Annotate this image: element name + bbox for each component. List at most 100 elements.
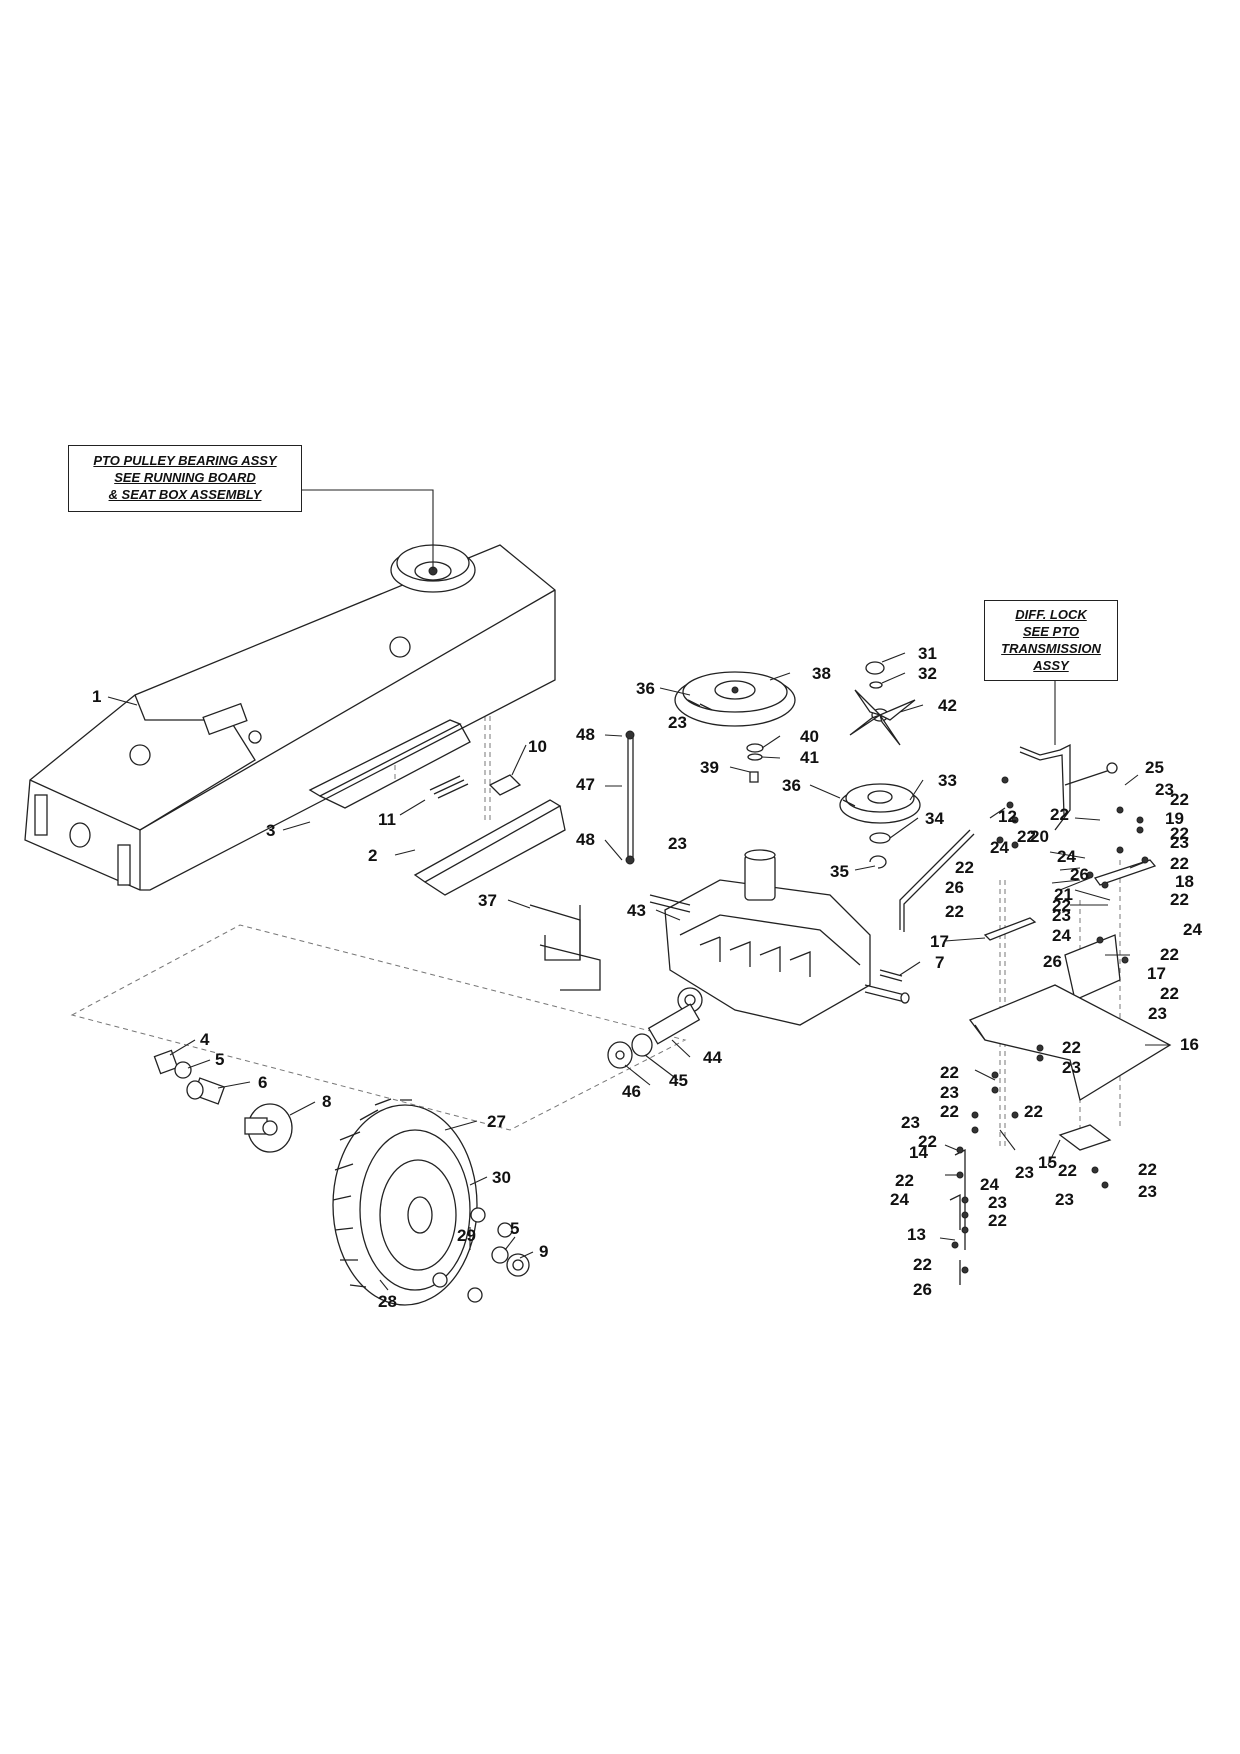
callout-37: 37 xyxy=(478,891,497,910)
pulley-33 xyxy=(839,783,921,824)
callout-22g: 22 xyxy=(1170,890,1189,909)
callout-47: 47 xyxy=(576,775,595,794)
callout-25: 25 xyxy=(1145,758,1164,777)
diff-lock-note: DIFF. LOCK SEE PTO TRANSMISSION ASSY xyxy=(984,600,1118,681)
callout-labels: 1 2 3 10 11 37 47 48 48 23 23 36 38 39 4… xyxy=(92,644,1202,1311)
callout-23i: 23 xyxy=(901,1113,920,1132)
callout-22u: 22 xyxy=(913,1255,932,1274)
diff-note-line-4: ASSY xyxy=(1033,658,1069,673)
callout-46: 46 xyxy=(622,1082,641,1101)
callout-22o: 22 xyxy=(1024,1102,1043,1121)
callout-22r: 22 xyxy=(1138,1160,1157,1179)
pto-note-line-2: SEE RUNNING BOARD xyxy=(114,470,256,485)
callout-6: 6 xyxy=(258,1073,267,1092)
callout-33: 33 xyxy=(938,771,957,790)
callout-22s: 22 xyxy=(895,1171,914,1190)
transmission-43 xyxy=(649,849,910,1026)
callout-26c: 26 xyxy=(1043,952,1062,971)
callout-22e: 22 xyxy=(1170,854,1189,873)
bracket-assembly-right xyxy=(949,859,1172,1285)
callout-34: 34 xyxy=(925,809,944,828)
callout-19: 19 xyxy=(1165,809,1184,828)
callout-13: 13 xyxy=(907,1225,926,1244)
callout-16: 16 xyxy=(1180,1035,1199,1054)
callout-22j: 22 xyxy=(1160,945,1179,964)
callout-15: 15 xyxy=(1038,1153,1057,1172)
small-hardware xyxy=(699,703,891,869)
callout-22k: 22 xyxy=(1160,984,1179,1003)
callout-23f: 23 xyxy=(1148,1004,1167,1023)
callout-35: 35 xyxy=(830,862,849,881)
callout-22c: 22 xyxy=(1170,790,1189,809)
callout-9: 9 xyxy=(539,1242,548,1261)
callout-3: 3 xyxy=(266,821,275,840)
callout-2: 2 xyxy=(368,846,377,865)
callout-23l: 23 xyxy=(1138,1182,1157,1201)
callout-22d: 22 xyxy=(1170,824,1189,843)
callout-48b: 48 xyxy=(576,830,595,849)
callout-23h: 23 xyxy=(940,1083,959,1102)
callout-22t: 22 xyxy=(988,1211,1007,1230)
pto-note-line-3: & SEAT BOX ASSEMBLY xyxy=(108,487,262,502)
fan-42 xyxy=(849,661,916,746)
callout-1: 1 xyxy=(92,687,101,706)
callout-21: 21 xyxy=(1054,885,1073,904)
callout-7: 7 xyxy=(935,953,944,972)
leader-lines xyxy=(107,489,1170,1291)
callout-36b: 36 xyxy=(782,776,801,795)
callout-22b: 22 xyxy=(1017,827,1036,846)
callout-24e: 24 xyxy=(890,1190,909,1209)
bracket-37 xyxy=(529,904,601,991)
callout-48a: 48 xyxy=(576,725,595,744)
callout-24f: 24 xyxy=(980,1175,999,1194)
callout-26a: 26 xyxy=(1070,865,1089,884)
callout-10: 10 xyxy=(528,737,547,756)
callout-22f: 22 xyxy=(955,858,974,877)
callout-40: 40 xyxy=(800,727,819,746)
callout-27: 27 xyxy=(487,1112,506,1131)
diff-lock-lever-25 xyxy=(1019,743,1118,831)
diff-note-line-2: SEE PTO xyxy=(1022,624,1080,639)
wheel-hardware-29-9 xyxy=(432,1207,530,1303)
callout-22q: 22 xyxy=(1058,1161,1077,1180)
callout-12: 12 xyxy=(998,807,1017,826)
callout-44: 44 xyxy=(703,1048,722,1067)
callout-38: 38 xyxy=(812,664,831,683)
hardware-dots-right xyxy=(951,776,1149,1274)
callout-18: 18 xyxy=(1175,872,1194,891)
callout-26d: 26 xyxy=(913,1280,932,1299)
callout-22i: 22 xyxy=(945,902,964,921)
callout-24a: 24 xyxy=(1057,847,1076,866)
chassis-frame xyxy=(24,544,556,891)
callout-30: 30 xyxy=(492,1168,511,1187)
callout-23a: 23 xyxy=(668,713,687,732)
callout-24b: 24 xyxy=(990,838,1009,857)
callout-23d: 23 xyxy=(1170,833,1189,852)
callout-17b: 17 xyxy=(1147,964,1166,983)
callout-22a: 22 xyxy=(1050,805,1069,824)
callout-22l: 22 xyxy=(1062,1038,1081,1057)
rod-47 xyxy=(625,730,635,865)
callout-20: 20 xyxy=(1030,827,1049,846)
callout-32: 32 xyxy=(918,664,937,683)
callout-31: 31 xyxy=(918,644,937,663)
callout-41: 41 xyxy=(800,748,819,767)
callout-4: 4 xyxy=(200,1030,210,1049)
pto-pulley-note: PTO PULLEY BEARING ASSY SEE RUNNING BOAR… xyxy=(68,445,302,512)
callout-24d: 24 xyxy=(1183,920,1202,939)
callout-23g: 23 xyxy=(1062,1058,1081,1077)
callout-23m: 23 xyxy=(988,1193,1007,1212)
callout-24c: 24 xyxy=(1052,926,1071,945)
callout-22h: 22 xyxy=(1052,896,1071,915)
callout-11: 11 xyxy=(378,810,396,829)
wheel-tire xyxy=(332,1098,478,1306)
callout-23k: 23 xyxy=(1055,1190,1074,1209)
callout-23j: 23 xyxy=(1015,1163,1034,1182)
pulley-38 xyxy=(674,671,796,727)
callout-39: 39 xyxy=(700,758,719,777)
callout-45: 45 xyxy=(669,1071,688,1090)
callout-23b: 23 xyxy=(668,834,687,853)
diff-note-line-1: DIFF. LOCK xyxy=(1015,607,1087,622)
pto-note-line-1: PTO PULLEY BEARING ASSY xyxy=(93,453,277,468)
